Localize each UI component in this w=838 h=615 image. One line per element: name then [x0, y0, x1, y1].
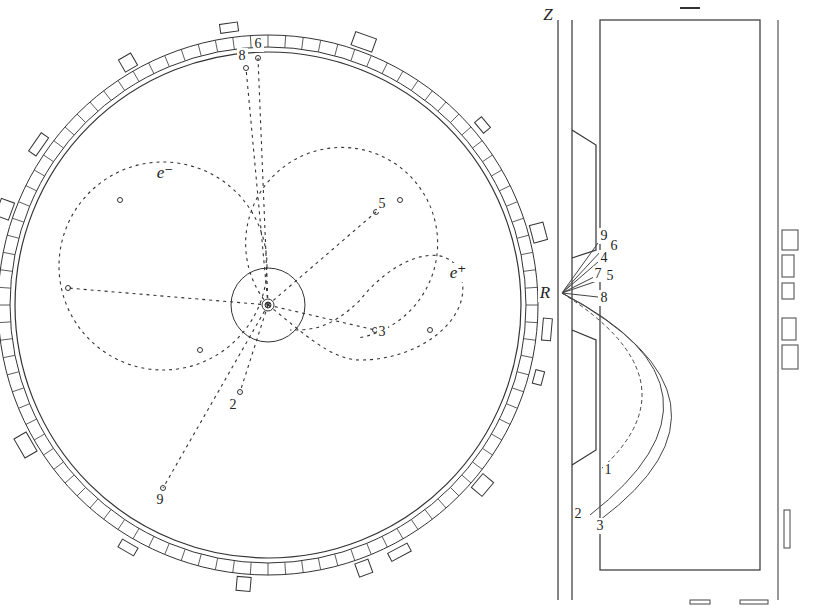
- axis-label: R: [538, 283, 552, 302]
- particle-label: e⁺: [448, 263, 469, 282]
- calorimeter-ring: [0, 22, 552, 592]
- track-number: 3: [595, 518, 606, 534]
- track-number: 8: [237, 48, 248, 64]
- track-number: 1: [603, 462, 614, 478]
- tracks: [59, 58, 463, 488]
- side-tracks: [562, 243, 672, 520]
- track-number: 5: [605, 268, 616, 284]
- track-number: 9: [155, 492, 166, 508]
- track-number: 4: [599, 250, 610, 266]
- track-number: 2: [573, 506, 584, 522]
- track-number: 6: [253, 36, 264, 52]
- chamber-wall: [15, 52, 521, 558]
- axis-label: Z: [541, 5, 554, 24]
- track-number: 6: [609, 238, 620, 254]
- particle-label: e⁻: [155, 163, 176, 182]
- side-counters: [690, 230, 798, 604]
- track-number: 3: [377, 324, 388, 340]
- track-number: 8: [599, 290, 610, 306]
- side-view: [558, 8, 778, 600]
- track-number: 5: [377, 196, 388, 212]
- track-number: 2: [228, 397, 239, 413]
- track-number: 7: [593, 266, 604, 282]
